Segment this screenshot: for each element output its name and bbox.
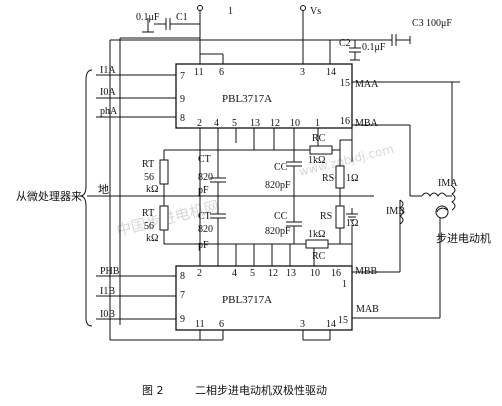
rt-top-value: 56	[144, 172, 154, 183]
input-ia-top: I1A	[100, 65, 116, 76]
bottom-pin-3: 3	[300, 319, 305, 330]
bottom-pin-16: 16	[331, 268, 341, 279]
cap-c2-name: C2	[339, 38, 351, 49]
top-pin-8: 8	[180, 113, 185, 124]
cap-c3-value: 100μF	[426, 18, 452, 29]
cap-c1-name: C1	[176, 12, 188, 23]
ic-bottom-body	[175, 265, 353, 331]
top-pin-13: 13	[250, 118, 260, 129]
rs-bottom-value: 1Ω	[346, 218, 358, 229]
rc-bottom-value: 1kΩ	[308, 229, 325, 240]
bottom-pin-12: 12	[268, 268, 278, 279]
supply-ground-pin: 1	[228, 6, 233, 17]
current-imb: IMB	[386, 206, 405, 217]
top-pin-7: 7	[180, 71, 185, 82]
bottom-pin-1: 1	[342, 279, 347, 290]
top-pin-11: 11	[194, 67, 204, 78]
ct-bottom-value: 820	[198, 224, 213, 235]
cap-c2-value: 0.1μF	[362, 42, 386, 53]
input-pha-top: phA	[100, 106, 118, 117]
rs-top-name: RS	[322, 173, 334, 184]
top-pin-10: 10	[290, 118, 300, 129]
input-ib-bottom: I1B	[100, 286, 115, 297]
ic-bottom-label: PBL3717A	[222, 294, 272, 306]
label-maa: MAA	[355, 79, 379, 90]
top-pin-14: 14	[326, 67, 336, 78]
top-pin-4: 4	[214, 118, 219, 129]
top-pin-3: 3	[300, 67, 305, 78]
supply-vs-label: Vs	[310, 6, 321, 17]
bottom-pin-4: 4	[232, 268, 237, 279]
bottom-pin-5: 5	[250, 268, 255, 279]
figure-caption-text: 二相步进电动机双极性驱动	[195, 383, 327, 397]
top-pin-2: 2	[197, 118, 202, 129]
rt-top-name: RT	[142, 159, 154, 170]
top-pin-12: 12	[270, 118, 280, 129]
cap-c1-value: 0.1μF	[136, 12, 160, 23]
ct-top-value: 820	[198, 172, 213, 183]
left-inputs-wiring	[79, 37, 374, 340]
label-mba: MBA	[355, 118, 379, 129]
cc-bottom-value: 820pF	[265, 226, 291, 237]
top-pin-5: 5	[232, 118, 237, 129]
ic-top-label: PBL3717A	[222, 93, 272, 105]
bottom-pin-13: 13	[286, 268, 296, 279]
motor-wiring	[352, 81, 460, 319]
rs-bottom-name: RS	[320, 211, 332, 222]
bottom-pin-14: 14	[326, 319, 336, 330]
rt-bottom-unit: kΩ	[146, 233, 158, 244]
bottom-pin-2: 2	[197, 268, 202, 279]
bottom-pin-15: 15	[338, 315, 348, 326]
rc-top-value: 1kΩ	[308, 155, 325, 166]
rs-top-value: 1Ω	[346, 173, 358, 184]
cc-top-value: 820pF	[265, 180, 291, 191]
input-i0b-bottom: I0B	[100, 309, 115, 320]
ct-top-unit: pF	[198, 185, 209, 196]
cc-bottom-name: CC	[274, 211, 288, 222]
bottom-pin-10: 10	[310, 268, 320, 279]
ground-label: 地	[98, 183, 109, 196]
current-ima: IMA	[438, 178, 458, 189]
top-pin-6: 6	[219, 67, 224, 78]
top-pin-1: 1	[315, 118, 320, 129]
cap-c3-name: C3	[412, 18, 424, 29]
label-mab: MAB	[356, 304, 379, 315]
rt-bottom-value: 56	[144, 221, 154, 232]
ct-top-name: CT	[198, 154, 211, 165]
bottom-pin-7: 7	[180, 290, 185, 301]
bottom-ic-wiring	[110, 330, 331, 341]
middle-network-wiring	[159, 125, 358, 266]
top-pin-15: 15	[340, 78, 350, 89]
rc-bottom-name: RC	[312, 251, 326, 262]
input-phb-bottom: PHB	[100, 266, 120, 277]
bottom-pin-6: 6	[219, 319, 224, 330]
rc-top-name: RC	[312, 133, 326, 144]
top-pin-9: 9	[180, 94, 185, 105]
input-i0a-top: I0A	[100, 87, 116, 98]
bottom-pin-8: 8	[180, 271, 185, 282]
microprocessor-label: 从微处理器来	[16, 189, 82, 203]
bottom-pin-9: 9	[180, 314, 185, 325]
rt-top-unit: kΩ	[146, 184, 158, 195]
top-pin-16: 16	[340, 116, 350, 127]
ct-bottom-unit: pF	[198, 240, 209, 251]
ic-top-body	[175, 63, 353, 129]
rt-bottom-name: RT	[142, 208, 154, 219]
top-supply-wiring: 0.1μF C1 1 Vs C2 0.1μF C3 100μF	[110, 5, 452, 64]
cc-top-name: CC	[274, 162, 288, 173]
bottom-pin-11: 11	[195, 319, 205, 330]
stepper-motor-label: 步进电动机	[436, 231, 491, 245]
ct-bottom-name: CT	[198, 211, 211, 222]
figure-caption-number: 图 2	[142, 384, 164, 397]
